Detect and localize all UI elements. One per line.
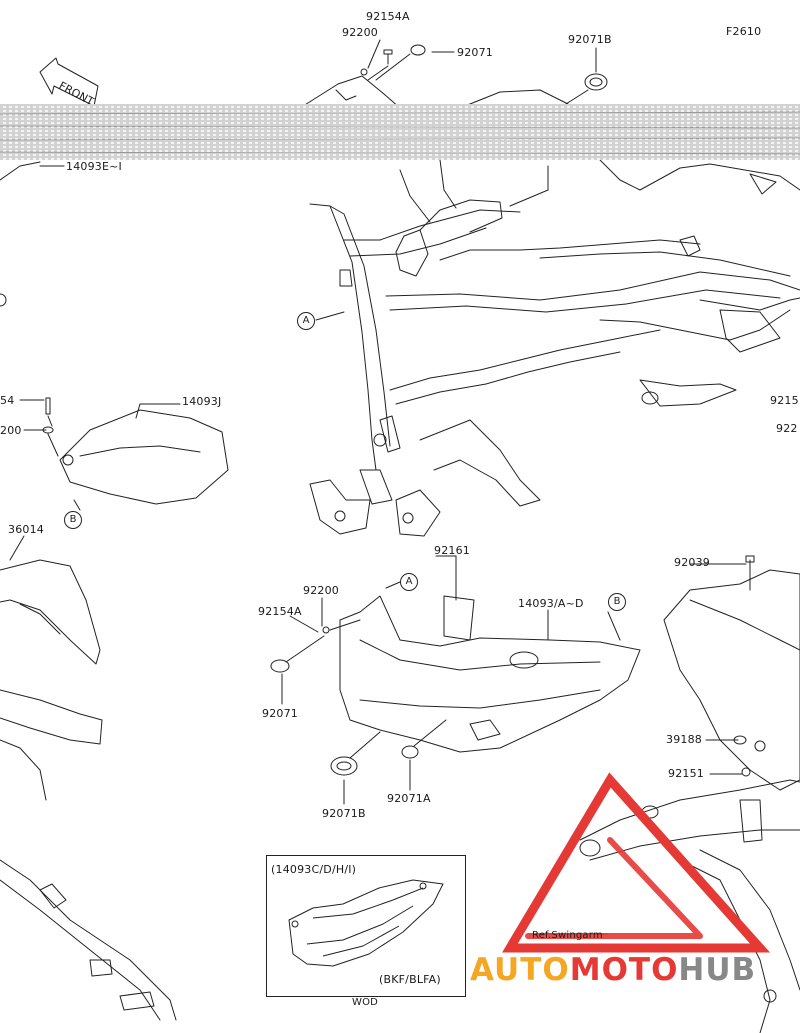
label-14093-a-d: 14093/A~D bbox=[518, 597, 584, 610]
inset-caption: WOD bbox=[352, 997, 379, 1008]
label-92151: 92151 bbox=[668, 767, 704, 780]
right-cover bbox=[663, 555, 800, 791]
inset-variant-box: (14093C/D/H/I) (BKF/BLFA) bbox=[266, 855, 466, 997]
label-92154a-mid: 92154A bbox=[258, 605, 302, 618]
left-edge-part bbox=[0, 161, 41, 181]
inset-cover-drawing bbox=[288, 879, 444, 967]
inset-note: (BKF/BLFA) bbox=[379, 973, 441, 986]
label-9215-right: 9215 bbox=[770, 394, 799, 407]
watermark-hub: HUB bbox=[678, 952, 757, 988]
swingarm bbox=[579, 779, 800, 1033]
leader-lines bbox=[9, 39, 747, 935]
watermark-moto: MOTO bbox=[569, 952, 679, 988]
label-92071-top: 92071 bbox=[457, 46, 493, 59]
side-cover-14093a-d bbox=[270, 595, 641, 776]
label-200-left: 200 bbox=[0, 424, 22, 437]
label-92071a-mid: 92071A bbox=[387, 792, 431, 805]
ref-marker-a-frame: A bbox=[297, 312, 315, 330]
side-cover-14093j bbox=[42, 397, 229, 505]
label-92200-mid: 92200 bbox=[303, 584, 339, 597]
label-92200-top: 92200 bbox=[342, 26, 378, 39]
label-ref-swingarm: Ref.Swingarm bbox=[532, 930, 603, 941]
ref-marker-b-cover: B bbox=[608, 593, 626, 611]
label-14093j: 14093J bbox=[182, 395, 222, 408]
label-92161: 92161 bbox=[434, 544, 470, 557]
inset-title: (14093C/D/H/I) bbox=[271, 863, 357, 876]
main-frame bbox=[309, 159, 800, 537]
watermark-logo-icon bbox=[502, 772, 771, 953]
ref-marker-b-left: B bbox=[64, 511, 82, 529]
label-92071b-top: 92071B bbox=[568, 33, 612, 46]
front-fender-36014 bbox=[0, 559, 177, 1021]
label-39188: 39188 bbox=[666, 733, 702, 746]
label-92071-mid: 92071 bbox=[262, 707, 298, 720]
top-bracket-left bbox=[299, 44, 426, 109]
label-92039: 92039 bbox=[674, 556, 710, 569]
watermark-text: AUTOMOTOHUB bbox=[470, 952, 756, 988]
label-36014: 36014 bbox=[8, 523, 44, 536]
top-cowl-right bbox=[459, 73, 608, 109]
scan-noise-band bbox=[0, 104, 800, 160]
diagram-code: F2610 bbox=[726, 25, 762, 38]
label-14093e-i: 14093E~I bbox=[66, 160, 123, 173]
label-922-right: 922 bbox=[776, 422, 798, 435]
label-92071b-mid: 92071B bbox=[322, 807, 366, 820]
label-92154a-top: 92154A bbox=[366, 10, 410, 23]
ref-marker-a-cover: A bbox=[400, 573, 418, 591]
left-edge-circle bbox=[0, 293, 7, 307]
watermark-auto: AUTO bbox=[470, 952, 570, 988]
front-arrow-icon: FRONT bbox=[39, 57, 99, 108]
label-54-left: 54 bbox=[0, 394, 15, 407]
